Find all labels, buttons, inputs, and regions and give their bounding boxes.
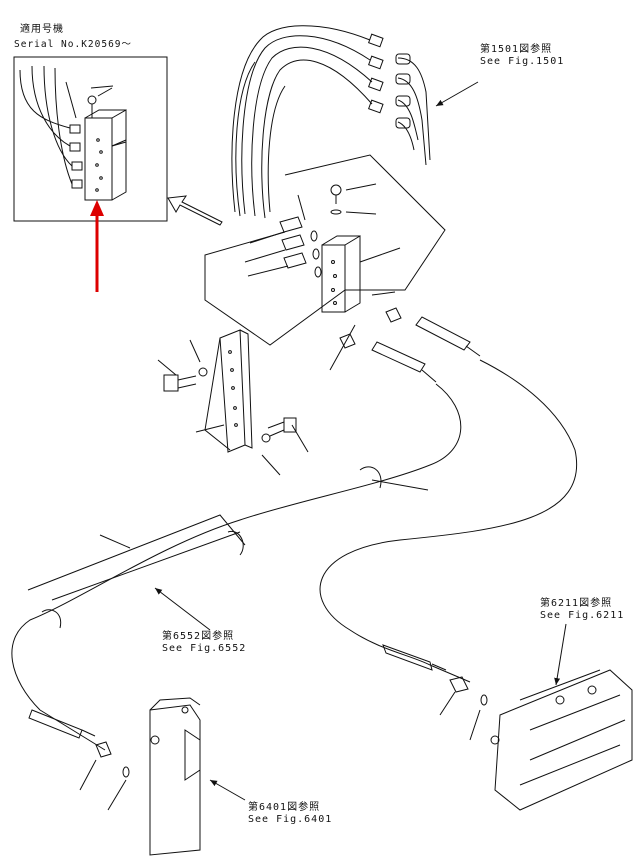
serial-number-label: Serial No.K20569～ [14,39,133,50]
main-valve-block [321,184,361,313]
hose-end-fittings [368,33,384,114]
ref-fig6211-jp: 第6211図参照 [540,598,613,609]
bolts [157,339,309,476]
main-hose-left [11,383,462,711]
pump-fittings [28,709,130,811]
valve-fittings [279,216,322,278]
main-hose-right [319,359,578,666]
ref-fig6401: 第6401図参照 See Fig.6401 [248,802,332,826]
ref-fig6211-en: See Fig.6211 [540,610,625,621]
ref-fig6552-en: See Fig.6552 [162,643,247,654]
fig6552-callout [27,514,246,631]
ref-fig6552: 第6552図参照 See Fig.6552 [162,631,246,655]
ref-fig6211: 第6211図参照 See Fig.6211 [540,598,624,622]
ref-fig6401-jp: 第6401図参照 [248,802,321,813]
ref-fig6552-jp: 第6552図参照 [162,631,235,642]
leader-lines [90,85,401,371]
control-valve-6211 [490,623,633,811]
connection-fittings [339,307,481,383]
ref-fig6401-en: See Fig.6401 [248,814,333,825]
main-group-outline [204,154,446,346]
hose-clamps [41,466,429,629]
mounting-bracket [204,329,253,453]
applicability-jp: 適用号機 [20,24,64,35]
pump-6401 [149,697,246,856]
ref-fig1501: 第1501図参照 See Fig.1501 [480,44,564,68]
inset-valve-block [19,65,127,201]
valve-fitting-6211 [382,644,488,741]
ref-fig1501-en: See Fig.1501 [480,56,565,67]
direction-arrow-icon [167,195,223,226]
upper-hoses [231,25,373,219]
inset-box [13,56,168,222]
red-pointer-arrow-icon [90,200,104,292]
ref-fig1501-jp: 第1501図参照 [480,44,553,55]
connector-group [395,53,431,166]
